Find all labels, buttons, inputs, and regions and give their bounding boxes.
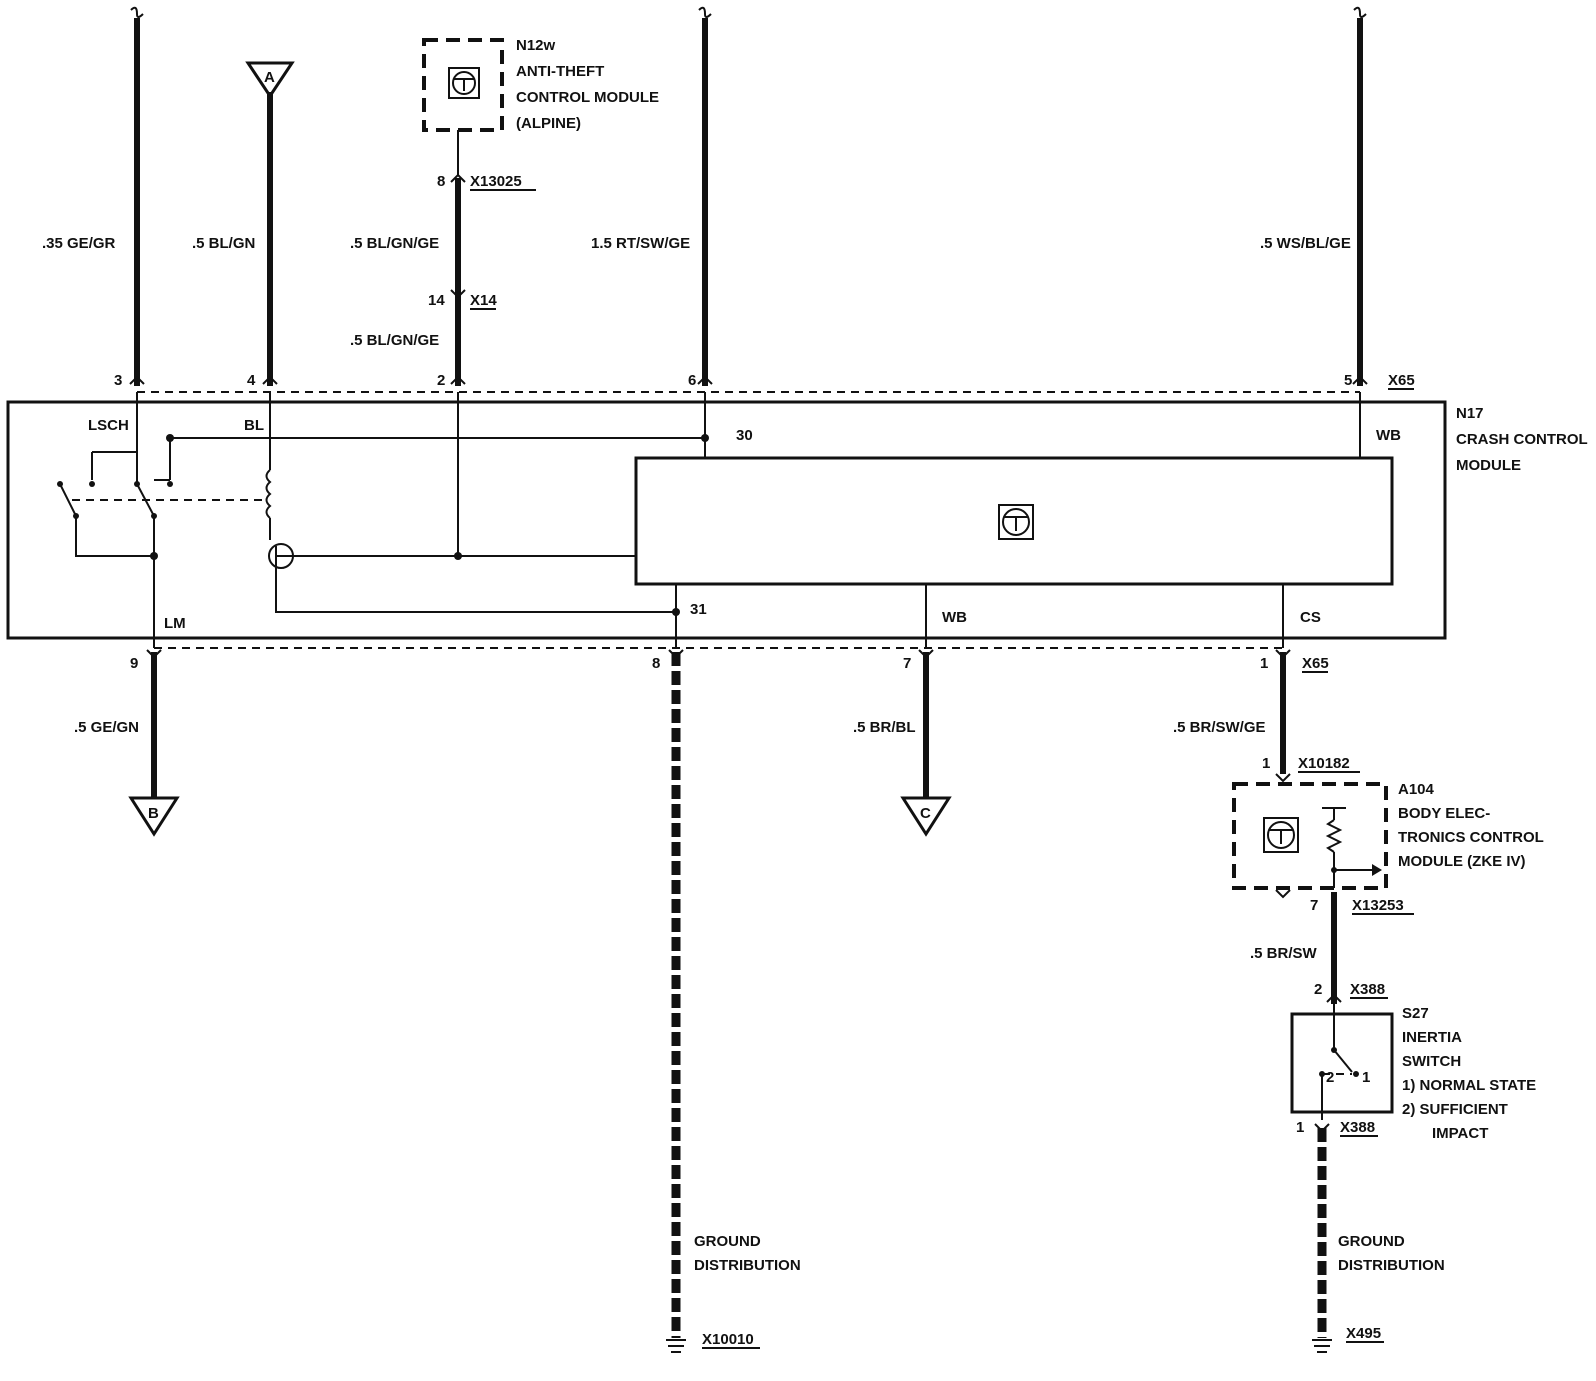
n17-id: N17 bbox=[1456, 405, 1484, 422]
n12w-id: N12w bbox=[516, 37, 556, 54]
wire-break-mark bbox=[1353, 6, 1367, 18]
switch-position-label: 2 bbox=[1326, 1069, 1334, 1086]
connector-x10010: X10010 bbox=[702, 1331, 754, 1348]
connector-chevron bbox=[1275, 773, 1291, 783]
s27-line-2: SWITCH bbox=[1402, 1053, 1461, 1070]
ground-symbol-x10010 bbox=[666, 1339, 686, 1353]
ground-label-1-line-2: DISTRIBUTION bbox=[694, 1257, 801, 1274]
pin-label: 1 bbox=[1296, 1119, 1304, 1136]
connector-chevron bbox=[1275, 889, 1291, 899]
pin-label: 6 bbox=[688, 372, 696, 389]
offpage-connector-b bbox=[128, 796, 180, 837]
wire-label-bl-gn-ge: .5 BL/GN/GE bbox=[350, 235, 439, 252]
terminal-wb-top: WB bbox=[1376, 427, 1401, 444]
pin-label: 14 bbox=[428, 292, 445, 309]
connector-x65-top: X65 bbox=[1388, 372, 1415, 389]
offpage-connector-a bbox=[245, 61, 295, 99]
ground-label-2-line-2: DISTRIBUTION bbox=[1338, 1257, 1445, 1274]
electronic-module-icon bbox=[1263, 817, 1299, 853]
n17-line-2: MODULE bbox=[1456, 457, 1521, 474]
n12w-line-1: ANTI-THEFT bbox=[516, 63, 604, 80]
wire-label-br-sw: .5 BR/SW bbox=[1250, 945, 1318, 962]
terminal-wb-bottom: WB bbox=[942, 609, 967, 626]
junction-dots bbox=[57, 434, 709, 616]
n12w-line-3: (ALPINE) bbox=[516, 115, 581, 132]
wire-label-br-sw-ge: .5 BR/SW/GE bbox=[1173, 719, 1266, 736]
ground-label-2-line-1: GROUND bbox=[1338, 1233, 1405, 1250]
wire-label-bl-gn: .5 BL/GN bbox=[192, 235, 255, 252]
a104-line-3: MODULE (ZKE IV) bbox=[1398, 853, 1526, 870]
n12w-module-box bbox=[422, 38, 504, 132]
pin-label: 5 bbox=[1344, 372, 1352, 389]
terminal-cs: CS bbox=[1300, 609, 1321, 626]
pin-label: 2 bbox=[437, 372, 445, 389]
terminal-30: 30 bbox=[736, 427, 753, 444]
terminal-lsch: LSCH bbox=[88, 417, 129, 434]
offpage-label-b: B bbox=[148, 805, 159, 822]
n17-line-1: CRASH CONTROL bbox=[1456, 431, 1588, 448]
pin-label: 7 bbox=[903, 655, 911, 672]
connector-chevrons-top bbox=[129, 173, 1368, 385]
connector-x13253: X13253 bbox=[1352, 897, 1404, 914]
wire-label-ws-bl-ge: .5 WS/BL/GE bbox=[1260, 235, 1351, 252]
wire-label-rt-sw-ge: 1.5 RT/SW/GE bbox=[591, 235, 690, 252]
pin-label: 7 bbox=[1310, 897, 1318, 914]
pin-label: 4 bbox=[247, 372, 256, 389]
wire-label-br-bl: .5 BR/BL bbox=[853, 719, 916, 736]
a104-id: A104 bbox=[1398, 781, 1435, 798]
pin-label: 3 bbox=[114, 372, 122, 389]
wire-label-ge-gn: .5 GE/GN bbox=[74, 719, 139, 736]
s27-line-1: INERTIA bbox=[1402, 1029, 1462, 1046]
pin-label: 2 bbox=[1314, 981, 1322, 998]
pin-label: 1 bbox=[1262, 755, 1270, 772]
a104-line-1: BODY ELEC- bbox=[1398, 805, 1490, 822]
terminal-lm: LM bbox=[164, 615, 186, 632]
offpage-label-a: A bbox=[264, 69, 275, 86]
pin-label: 9 bbox=[130, 655, 138, 672]
wire-break-mark bbox=[698, 6, 712, 18]
a104-module-box bbox=[1232, 782, 1388, 890]
pin-label: 8 bbox=[652, 655, 660, 672]
a104-resistor-output bbox=[1282, 784, 1382, 888]
connector-x65-bottom: X65 bbox=[1302, 655, 1329, 672]
n17-module-box bbox=[6, 400, 1447, 640]
n12w-line-2: CONTROL MODULE bbox=[516, 89, 659, 106]
s27-note-1: 1) NORMAL STATE bbox=[1402, 1077, 1536, 1094]
connector-chevrons-bottom bbox=[146, 649, 1291, 659]
terminal-bl: BL bbox=[244, 417, 264, 434]
inertia-switch-contact bbox=[1319, 1004, 1359, 1120]
wire-label-bl-gn-ge-2: .5 BL/GN/GE bbox=[350, 332, 439, 349]
offpage-connector-c bbox=[900, 796, 952, 837]
n17-inner-processor bbox=[634, 456, 1394, 586]
ground-label-1-line-1: GROUND bbox=[694, 1233, 761, 1250]
connector-x14: X14 bbox=[470, 292, 497, 309]
s27-note-2: 2) SUFFICIENT bbox=[1402, 1101, 1508, 1118]
connector-x388-bottom: X388 bbox=[1340, 1119, 1375, 1136]
connector-chevron bbox=[1326, 993, 1342, 1003]
offpage-label-c: C bbox=[920, 805, 931, 822]
ground-symbol-x495 bbox=[1312, 1339, 1332, 1353]
electronic-module-icon bbox=[448, 67, 480, 99]
connector-x388-top: X388 bbox=[1350, 981, 1385, 998]
n17-internal-wiring bbox=[59, 392, 1361, 648]
s27-switch-box bbox=[1290, 1012, 1394, 1114]
pin-label: 8 bbox=[437, 173, 445, 190]
switch-position-label: 1 bbox=[1362, 1069, 1370, 1086]
connector-x495: X495 bbox=[1346, 1325, 1381, 1342]
s27-id: S27 bbox=[1402, 1005, 1429, 1022]
wire-break-mark bbox=[130, 6, 144, 18]
a104-line-2: TRONICS CONTROL bbox=[1398, 829, 1544, 846]
electronic-module-icon bbox=[998, 504, 1034, 540]
s27-note-3: IMPACT bbox=[1432, 1125, 1488, 1142]
connector-x10182: X10182 bbox=[1298, 755, 1350, 772]
wire-label-ge-gr: .35 GE/GR bbox=[42, 235, 116, 252]
connector-x13025: X13025 bbox=[470, 173, 522, 190]
pin-label: 1 bbox=[1260, 655, 1268, 672]
terminal-31: 31 bbox=[690, 601, 707, 618]
